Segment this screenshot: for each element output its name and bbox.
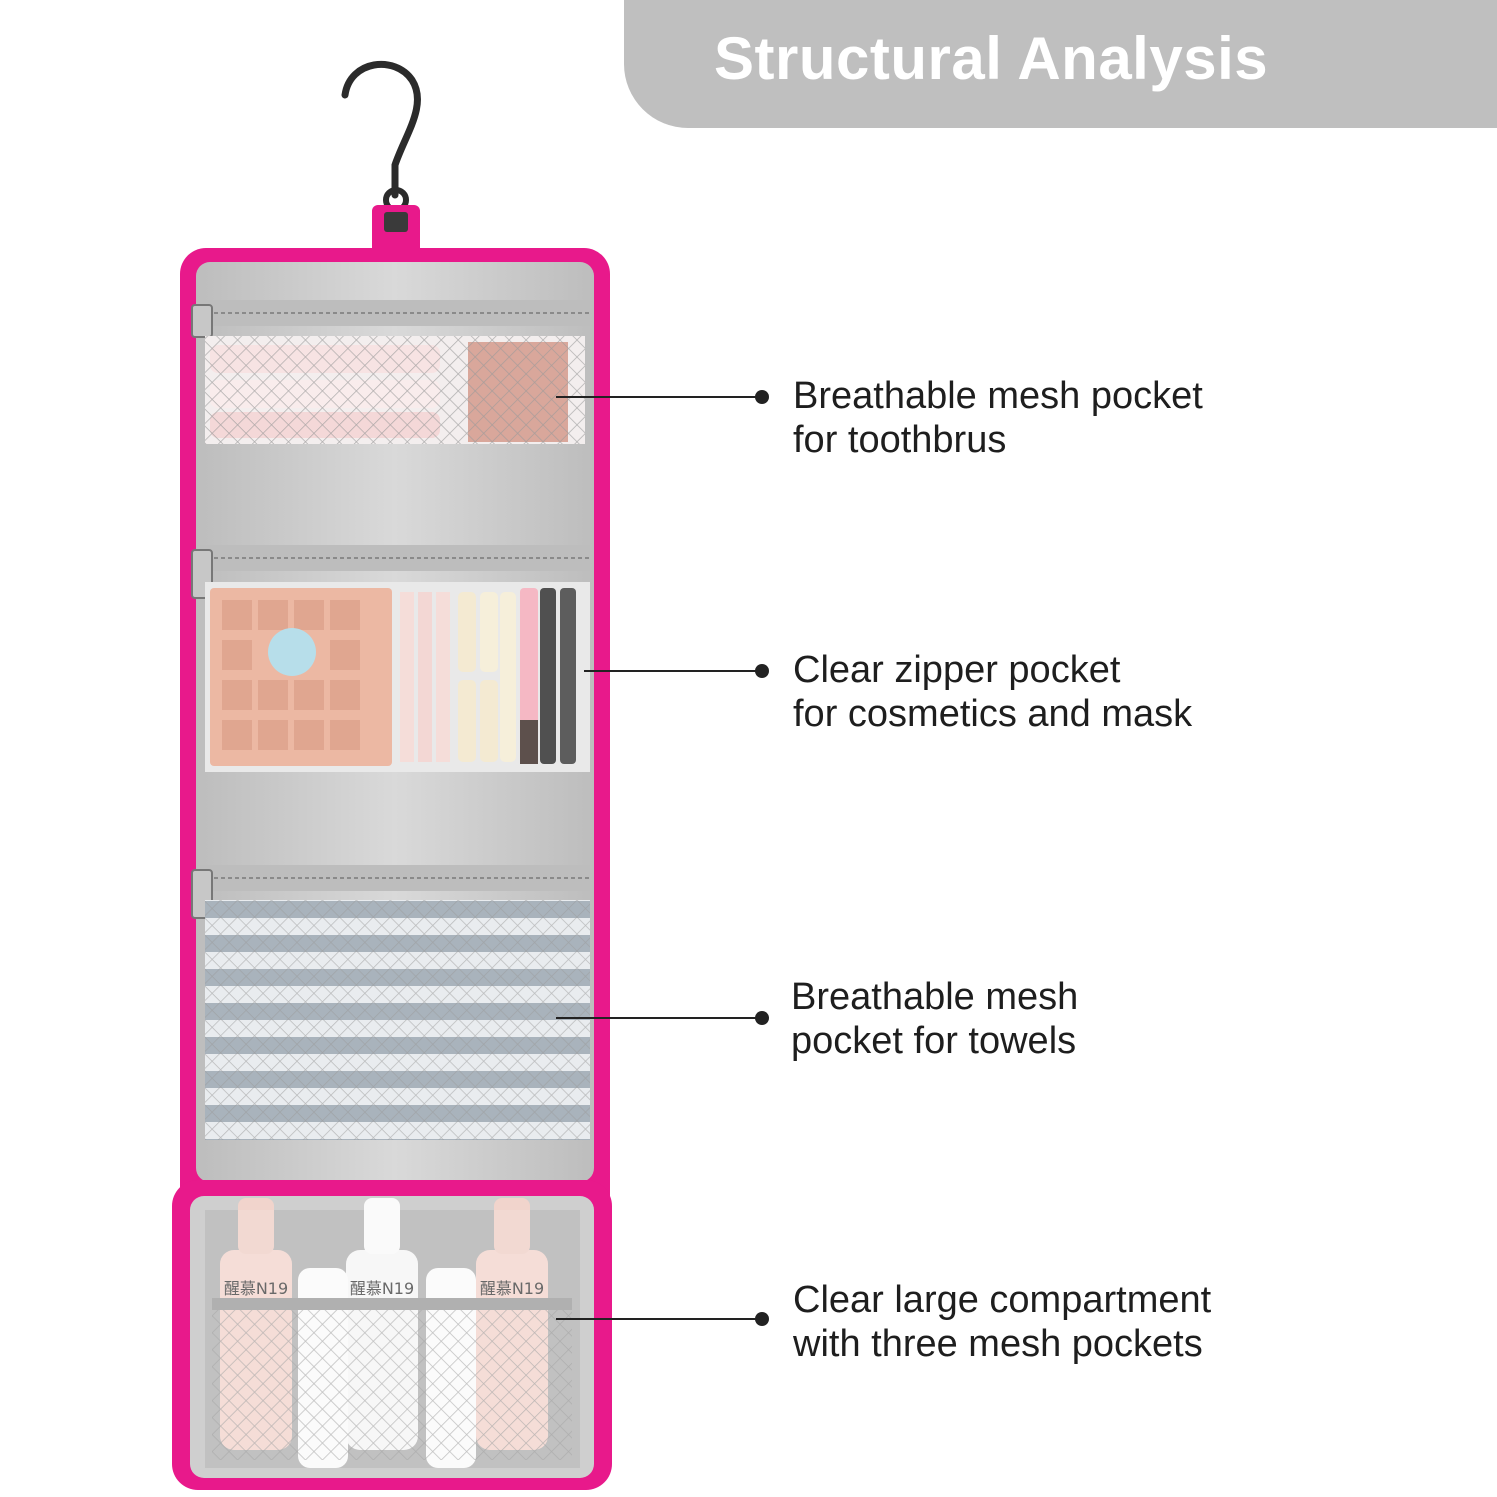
callout-dot-3 — [755, 1011, 769, 1025]
mesh-pocket-top — [191, 300, 590, 444]
callout-leader-4 — [556, 1318, 762, 1320]
hanger-hook — [341, 61, 421, 255]
callout-mesh-toothbrush: Breathable mesh pocket for toothbrus — [793, 374, 1203, 462]
hanging-toiletry-bag: 醒慕N19 醒慕N19 醒慕N19 — [172, 61, 612, 1490]
callout-dot-4 — [755, 1312, 769, 1326]
callout-4-line-1: Clear large compartment — [793, 1279, 1212, 1321]
callout-dot-2 — [755, 664, 769, 678]
callout-leader-1 — [556, 396, 762, 398]
bottle-label-right: 醒慕N19 — [480, 1279, 544, 1298]
bottle-label-center: 醒慕N19 — [350, 1279, 414, 1298]
callout-leader-2 — [584, 670, 762, 672]
callout-4-line-2: with three mesh pockets — [793, 1323, 1203, 1365]
clear-zipper-pocket — [191, 545, 590, 772]
callout-3-line-1: Breathable mesh — [791, 976, 1079, 1018]
page-title: Structural Analysis — [714, 25, 1269, 92]
callout-1-line-2: for toothbrus — [793, 419, 1007, 461]
callout-mesh-towels: Breathable mesh pocket for towels — [791, 975, 1078, 1063]
callout-dot-1 — [755, 390, 769, 404]
callout-2-line-1: Clear zipper pocket — [793, 649, 1121, 691]
mesh-pocket-towels — [191, 865, 590, 1140]
callout-1-line-1: Breathable mesh pocket — [793, 375, 1203, 417]
callout-leader-3 — [556, 1017, 762, 1019]
callout-3-line-2: pocket for towels — [791, 1020, 1077, 1062]
bottle-label-left: 醒慕N19 — [224, 1279, 288, 1298]
callout-2-line-2: for cosmetics and mask — [793, 693, 1193, 735]
clear-large-compartment: 醒慕N19 醒慕N19 醒慕N19 — [172, 1180, 612, 1490]
title-banner: Structural Analysis — [624, 0, 1497, 128]
callout-clear-zipper: Clear zipper pocket for cosmetics and ma… — [793, 648, 1192, 736]
callout-large-compartment: Clear large compartment with three mesh … — [793, 1278, 1211, 1366]
